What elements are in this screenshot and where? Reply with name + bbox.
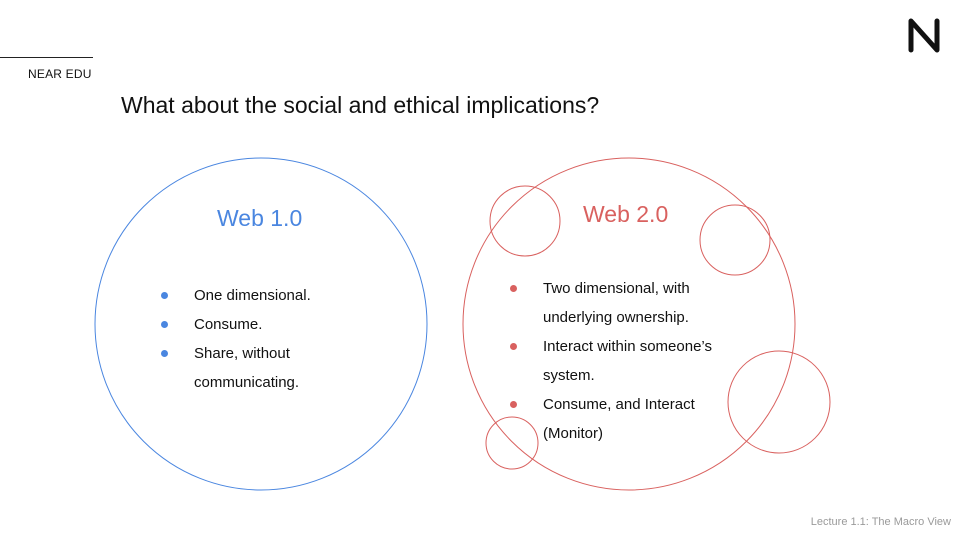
list-item-text: Consume. <box>194 316 263 333</box>
bullet-icon <box>510 401 517 408</box>
web2-heading: Web 2.0 <box>583 201 669 227</box>
bullet-icon <box>510 343 517 350</box>
list-item: Interact within someone’s system. <box>510 332 712 390</box>
bullet-icon <box>161 350 168 357</box>
header-rule <box>0 57 93 58</box>
web2-small-circle-bottom-left <box>485 416 539 470</box>
list-item-text: Two dimensional, with <box>543 280 690 297</box>
web1-list: One dimensional. Consume. Share, without… <box>161 281 311 397</box>
bullet-icon <box>161 292 168 299</box>
list-item: One dimensional. <box>161 281 311 310</box>
slide-title: What about the social and ethical implic… <box>121 92 600 118</box>
list-item: Two dimensional, with underlying ownersh… <box>510 274 712 332</box>
web2-small-circle-bottom-right <box>727 350 831 454</box>
brand-label: NEAR EDU <box>28 67 92 81</box>
web2-circle <box>462 157 796 491</box>
list-item-text: communicating. <box>194 374 300 391</box>
list-item-text: Consume, and Interact <box>543 396 695 413</box>
list-item: Consume. <box>161 310 311 339</box>
near-logo-icon <box>908 18 940 53</box>
list-item-text: One dimensional. <box>194 287 311 304</box>
bullet-icon <box>161 321 168 328</box>
list-item-text: (Monitor) <box>543 425 604 442</box>
lecture-footer: Lecture 1.1: The Macro View <box>810 516 951 528</box>
list-item-text: system. <box>543 367 595 384</box>
web2-list: Two dimensional, with underlying ownersh… <box>510 274 712 448</box>
web1-heading: Web 1.0 <box>217 205 303 231</box>
web2-small-circle-top-left <box>489 185 561 257</box>
web2-small-circle-top-right <box>699 204 771 276</box>
list-item-text: underlying ownership. <box>543 309 689 326</box>
web1-circle <box>94 157 428 491</box>
list-item-text: Interact within someone’s <box>543 338 712 355</box>
bullet-icon <box>510 285 517 292</box>
list-item: Consume, and Interact (Monitor) <box>510 390 712 448</box>
list-item-text: Share, without <box>194 345 290 362</box>
list-item: Share, without communicating. <box>161 339 311 397</box>
